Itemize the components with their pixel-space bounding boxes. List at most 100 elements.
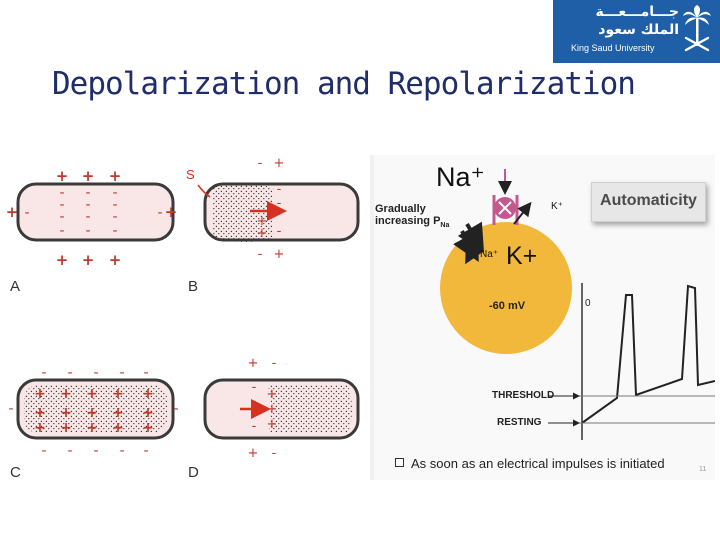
palm-emblem-icon (683, 5, 711, 52)
svg-text:+: + (109, 251, 122, 269)
logo-english-text: King Saud University (571, 43, 655, 53)
svg-text:-: - (252, 419, 257, 434)
svg-text:+: + (267, 417, 278, 432)
svg-text:+: + (257, 214, 268, 229)
svg-text:-: - (272, 356, 277, 371)
svg-text:+: + (112, 386, 124, 402)
svg-text:-: - (41, 365, 46, 381)
svg-text:+: + (267, 387, 278, 402)
logo-arabic-line1: جـــامـــعـــة (595, 4, 679, 20)
svg-text:-: - (119, 365, 124, 381)
svg-text:+: + (112, 420, 124, 436)
cell-label-c: C (10, 464, 21, 481)
potassium-small-label: K⁺ (551, 201, 563, 212)
svg-text:+: + (248, 356, 259, 371)
svg-text:-: - (67, 365, 72, 381)
svg-text:+: + (165, 203, 178, 221)
svg-text:+: + (142, 386, 154, 402)
gradually-label: Gradually (375, 203, 426, 215)
svg-text:-: - (93, 443, 98, 459)
svg-text:+: + (109, 167, 122, 185)
cell-d-repolarizing: +- --- +++ +- (203, 356, 360, 461)
automaticity-box: Automaticity (591, 182, 706, 222)
svg-text:-: - (277, 224, 282, 239)
svg-text:-: - (157, 205, 162, 221)
svg-text:-: - (93, 365, 98, 381)
resting-label: RESTING (497, 417, 542, 428)
svg-text:+: + (82, 251, 95, 269)
zero-mv-label: 0 (585, 298, 591, 309)
slide-title: Depolarization and Repolarization (52, 66, 636, 102)
svg-text:+: + (112, 405, 124, 421)
cell-depolarization-diagrams: +++ ++ +++ --- -- --- --- --- A -+ --- +… (6, 156, 360, 481)
svg-text:+: + (34, 420, 46, 436)
cell-label-a: A (10, 278, 20, 295)
increasing-pna-label: increasing PNa (375, 215, 450, 230)
sodium-small-label: Na⁺ (480, 249, 499, 260)
svg-text:-: - (59, 209, 64, 225)
svg-text:+: + (86, 405, 98, 421)
svg-text:-: - (258, 156, 263, 171)
svg-text:-: - (277, 196, 282, 211)
svg-text:-: - (252, 380, 257, 395)
svg-text:-: - (112, 223, 117, 239)
action-potential-trace (581, 284, 715, 424)
logo-arabic-line2: الملك سعود (598, 22, 679, 38)
svg-text:-: - (85, 223, 90, 239)
svg-text:+: + (142, 405, 154, 421)
threshold-label: THRESHOLD (492, 390, 555, 401)
svg-text:-: - (272, 446, 277, 461)
svg-text:-: - (8, 401, 13, 417)
svg-text:+: + (56, 167, 69, 185)
stimulus-label: S (186, 167, 195, 182)
svg-text:+: + (82, 167, 95, 185)
svg-text:-: - (85, 197, 90, 213)
svg-text:+: + (60, 386, 72, 402)
cell-c-depolarized: +++++ +++++ +++++ ----- -- ----- (8, 365, 178, 459)
svg-text:+: + (267, 402, 278, 417)
svg-text:+: + (142, 420, 154, 436)
svg-text:-: - (143, 365, 148, 381)
sodium-ion-label: Na⁺ (436, 162, 485, 192)
impulse-bullet-text: As soon as an electrical impulses is ini… (411, 456, 665, 471)
svg-text:+: + (6, 203, 19, 221)
svg-text:-: - (41, 443, 46, 459)
cell-label-d: D (188, 464, 199, 481)
potassium-ion-label: K+ (506, 242, 538, 270)
university-logo: جـــامـــعـــة الملك سعود King Saud Univ… (553, 0, 720, 63)
svg-text:+: + (56, 251, 69, 269)
svg-text:-: - (258, 247, 263, 262)
cell-label-b: B (188, 278, 198, 295)
svg-text:+: + (274, 247, 285, 262)
svg-text:+: + (60, 420, 72, 436)
svg-text:+: + (34, 405, 46, 421)
svg-text:-: - (119, 443, 124, 459)
svg-text:-: - (59, 185, 64, 201)
svg-text:-: - (67, 443, 72, 459)
svg-text:-: - (112, 185, 117, 201)
svg-text:+: + (257, 226, 268, 241)
svg-text:-: - (112, 197, 117, 213)
svg-text:+: + (60, 405, 72, 421)
svg-text:-: - (143, 443, 148, 459)
svg-text:+: + (248, 446, 259, 461)
svg-text:+: + (86, 386, 98, 402)
svg-text:+: + (86, 420, 98, 436)
svg-text:-: - (112, 209, 117, 225)
cell-a-polarized: +++ ++ +++ --- -- --- --- --- (6, 167, 178, 269)
cell-b-depolarizing: -+ --- ++ -+ (197, 156, 360, 262)
svg-text:-: - (59, 197, 64, 213)
membrane-potential-label: -60 mV (489, 300, 526, 312)
svg-text:-: - (277, 182, 282, 197)
automaticity-label: Automaticity (600, 192, 697, 209)
svg-text:-: - (252, 394, 257, 409)
svg-text:-: - (24, 205, 29, 221)
pna-subscript: Na (440, 222, 450, 230)
svg-text:-: - (59, 223, 64, 239)
svg-text:-: - (173, 401, 178, 417)
svg-text:+: + (34, 386, 46, 402)
checkbox-bullet-icon (395, 458, 404, 467)
svg-text:-: - (85, 209, 90, 225)
svg-text:+: + (274, 156, 285, 171)
svg-text:-: - (85, 185, 90, 201)
